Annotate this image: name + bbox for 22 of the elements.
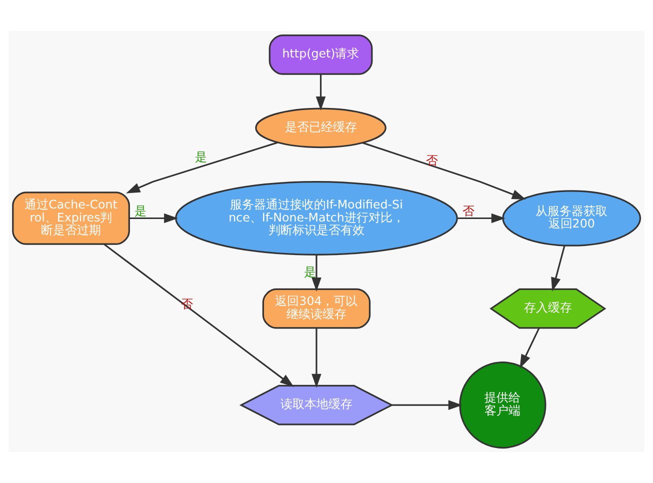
edge-label: 否 xyxy=(426,153,438,168)
node-box: 返回304，可以继续读缓存 xyxy=(262,288,371,329)
edge-label: 否 xyxy=(462,204,474,218)
node-circle: 提供给客户端 xyxy=(459,362,546,449)
arrow xyxy=(362,142,526,200)
arrow xyxy=(458,213,506,224)
arrow xyxy=(551,246,566,292)
arrow xyxy=(316,74,326,110)
node-ellipse: 服务器通过接收的If-Modified-Since、If-None-Match进行对比，判断标识是否有效 xyxy=(175,180,458,256)
arrow xyxy=(520,328,540,368)
arrow xyxy=(392,400,462,410)
node-box: 通过Cache-Control、Expires判断是否过期 xyxy=(12,192,130,245)
node-ellipse: 是否已经缓存 xyxy=(255,108,386,148)
edge-label: 是 xyxy=(134,204,146,218)
arrow xyxy=(129,213,178,224)
arrow xyxy=(312,255,322,292)
edge-label: 是 xyxy=(195,150,208,164)
arrow xyxy=(312,328,322,388)
arrow xyxy=(126,142,278,194)
edge-label: 是 xyxy=(304,265,316,280)
node-box: http(get)请求 xyxy=(268,34,373,75)
arrow xyxy=(104,244,294,388)
